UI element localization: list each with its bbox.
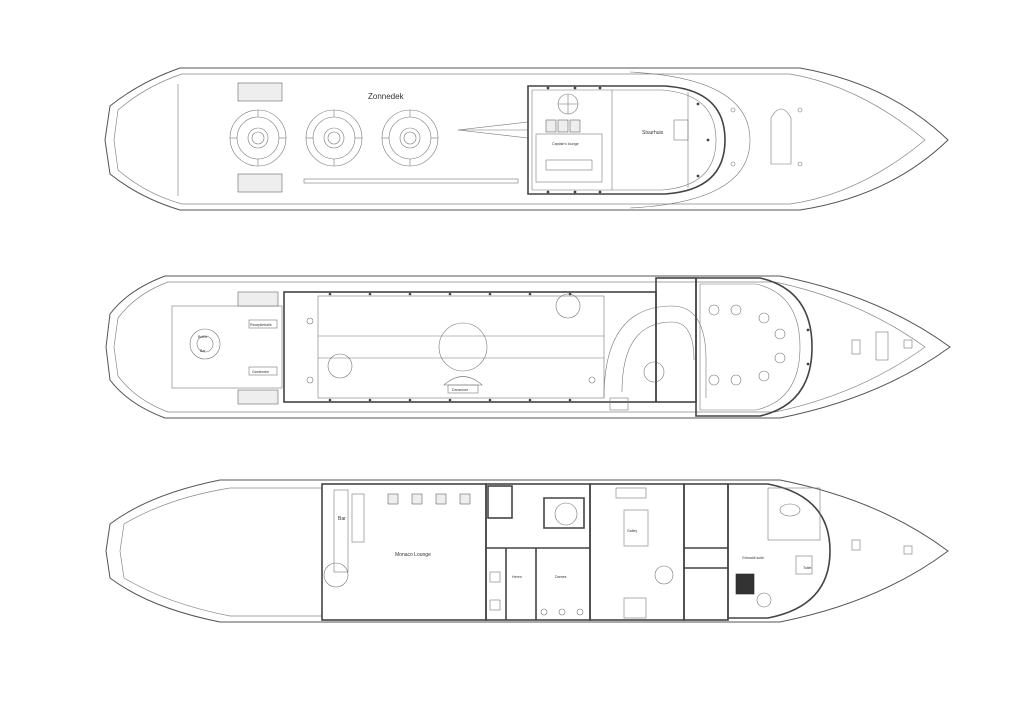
label-receptie: Receptiebalie [250,323,272,327]
label-zonnedek: Zonnedek [368,92,405,101]
main-deck: Buffet Bar Receptiebalie Garderobe Dansv… [105,275,951,419]
sun-bench [303,178,519,184]
label-dames: Dames [555,575,567,579]
lounger [237,82,283,102]
forward-tables [708,304,786,386]
toilets [489,571,584,616]
sun-deck-rail-fwd [629,71,751,209]
grimaldi-suite [727,483,831,619]
label-bar-main: Bar [200,349,206,353]
aft-terrace [171,305,283,389]
bar-counter [333,489,349,573]
sun-loungers [237,82,283,193]
label-heren: Heren [512,575,522,579]
crew-rooms [683,483,729,621]
spiral-stair [323,562,349,588]
main-deck-hull-inner [113,281,926,413]
suite-bed [735,573,755,595]
label-stuurhuis: Stuurhuis [642,130,664,136]
suite-bath [767,487,821,541]
spiral-stair [555,293,581,319]
label-grimaldi: Grimaldi suite [742,556,764,560]
label-dansvloer: Dansvloer [452,388,469,392]
label-captains-lounge: Captain's lounge [552,142,579,146]
sun-deck-hull-inner [113,73,926,205]
forward-lounge [695,277,813,417]
galley [589,483,685,621]
dance-floor [438,322,488,372]
label-monaco: Monaco Lounge [395,552,431,558]
lounger [237,173,283,193]
round-table [381,109,439,167]
round-seating [229,109,439,167]
spiral-stair [554,502,578,526]
restroom-block [485,483,591,621]
main-deck-hull [105,275,951,419]
stage-arc [443,376,483,386]
label-toilet: Toilet [803,566,811,570]
grand-stair [603,305,707,399]
label-galley: Galley [627,529,637,533]
lower-deck: Bar Monaco Lounge Heren Dames Galley [105,479,949,623]
main-saloon [283,291,657,403]
label-buffet: Buffet [198,335,207,339]
lower-deck-hull [105,479,949,623]
round-table [305,109,363,167]
label-garderobe: Garderobe [252,370,269,374]
sun-deck-hull [104,67,949,211]
deck-posts [328,292,572,402]
lounge-seats [387,493,471,505]
label-bar: Bar [338,516,346,522]
lifeboat [770,108,792,165]
sun-deck: Zonnedek Captain's lounge Stuurhuis [104,67,949,211]
round-table [229,109,287,167]
bow-void [119,487,323,617]
stair-block [655,277,697,403]
wheelhouse-outline [527,85,726,195]
spiral-stair [327,353,353,379]
wheelhouse-block: Captain's lounge Stuurhuis [527,85,726,195]
buffet-station [189,328,221,360]
